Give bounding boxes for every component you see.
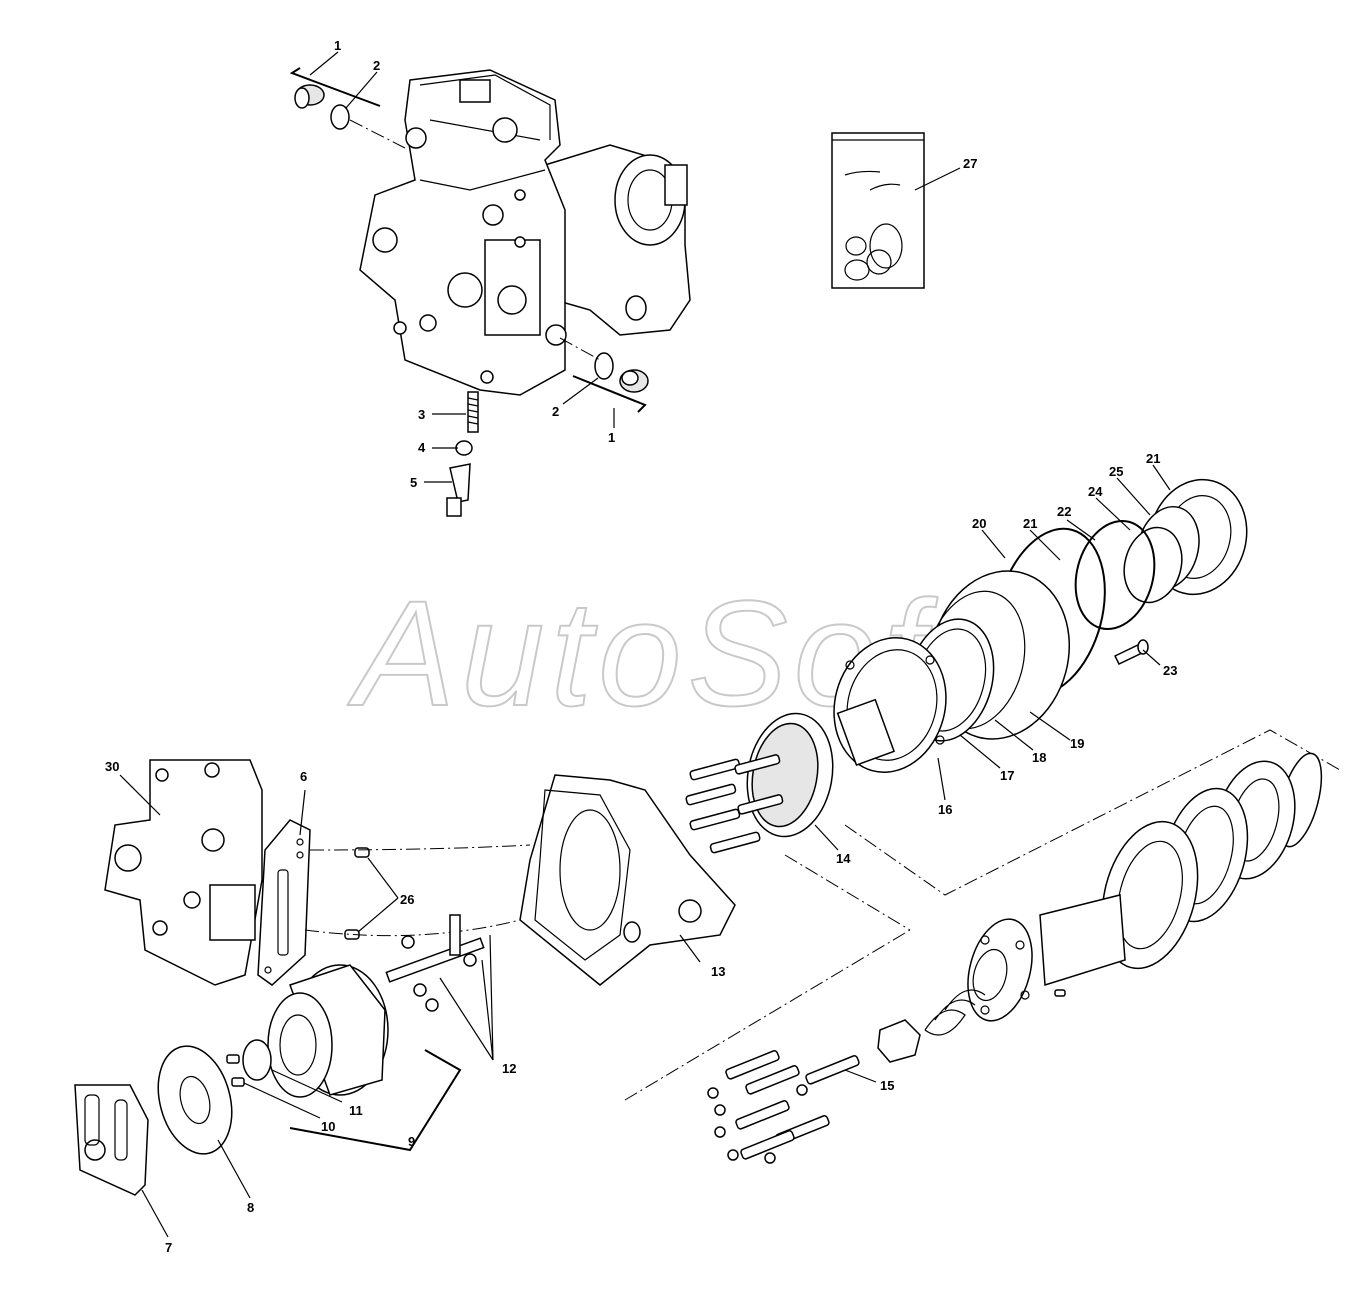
- callout-1: 1: [334, 38, 341, 53]
- callout-8: 8: [247, 1200, 254, 1215]
- callout-19: 19: [1070, 736, 1084, 751]
- adapter-housing: [519, 774, 736, 986]
- callout-16: 16: [938, 802, 952, 817]
- callout-9: 9: [408, 1134, 415, 1149]
- callout-3: 3: [418, 407, 425, 422]
- control-plate: [74, 1084, 149, 1196]
- callout-2b: 2: [552, 404, 559, 419]
- callout-20: 20: [972, 516, 986, 531]
- planet-carrier: [685, 698, 896, 854]
- callout-10: 10: [321, 1119, 335, 1134]
- callout-13: 13: [711, 964, 725, 979]
- callout-24: 24: [1088, 484, 1103, 499]
- rings-stack: [833, 478, 1248, 773]
- callout-25: 25: [1109, 464, 1123, 479]
- drive-shaft-group: [624, 729, 1341, 1101]
- callout-21a: 21: [1023, 516, 1037, 531]
- callout-14: 14: [836, 851, 851, 866]
- callout-26: 26: [400, 892, 414, 907]
- callout-4: 4: [418, 440, 426, 455]
- callout-23: 23: [1163, 663, 1177, 678]
- dowel-pins: [304, 844, 531, 940]
- callout-2: 2: [373, 58, 380, 73]
- retaining-plate: [157, 1045, 233, 1155]
- control-block-left: [104, 759, 263, 986]
- callout-30: 30: [105, 759, 119, 774]
- callout-7: 7: [165, 1240, 172, 1255]
- plug-and-seal-top: [289, 67, 406, 149]
- callout-1b: 1: [608, 430, 615, 445]
- motor-assembly-top: [359, 69, 691, 396]
- callout-27: 27: [963, 156, 977, 171]
- callout-22: 22: [1057, 504, 1071, 519]
- retainer-pins: [226, 1054, 245, 1087]
- callout-18: 18: [1032, 750, 1046, 765]
- callout-5: 5: [410, 475, 417, 490]
- callout-11: 11: [349, 1103, 363, 1118]
- callout-labels: 1 2 3 4 5 6 7 8 9 10 11 12 13 14 15 16 1…: [105, 38, 1177, 1255]
- valve-plate-gasket: [257, 819, 311, 986]
- center-pin-assembly: [385, 914, 485, 1012]
- plug-and-seal-right: [559, 337, 649, 413]
- callout-17: 17: [1000, 768, 1014, 783]
- carrier-bolts: [685, 754, 784, 854]
- callout-6: 6: [300, 769, 307, 784]
- callout-15: 15: [880, 1078, 894, 1093]
- cylinder-block: [242, 964, 462, 1152]
- leader-lines: [119, 51, 1171, 1238]
- callout-12: 12: [502, 1061, 516, 1076]
- housing-bolts: [707, 1050, 860, 1164]
- callout-21b: 21: [1146, 451, 1160, 466]
- spring-pin-stack: [446, 391, 479, 517]
- seal-kit-bag: [831, 132, 925, 289]
